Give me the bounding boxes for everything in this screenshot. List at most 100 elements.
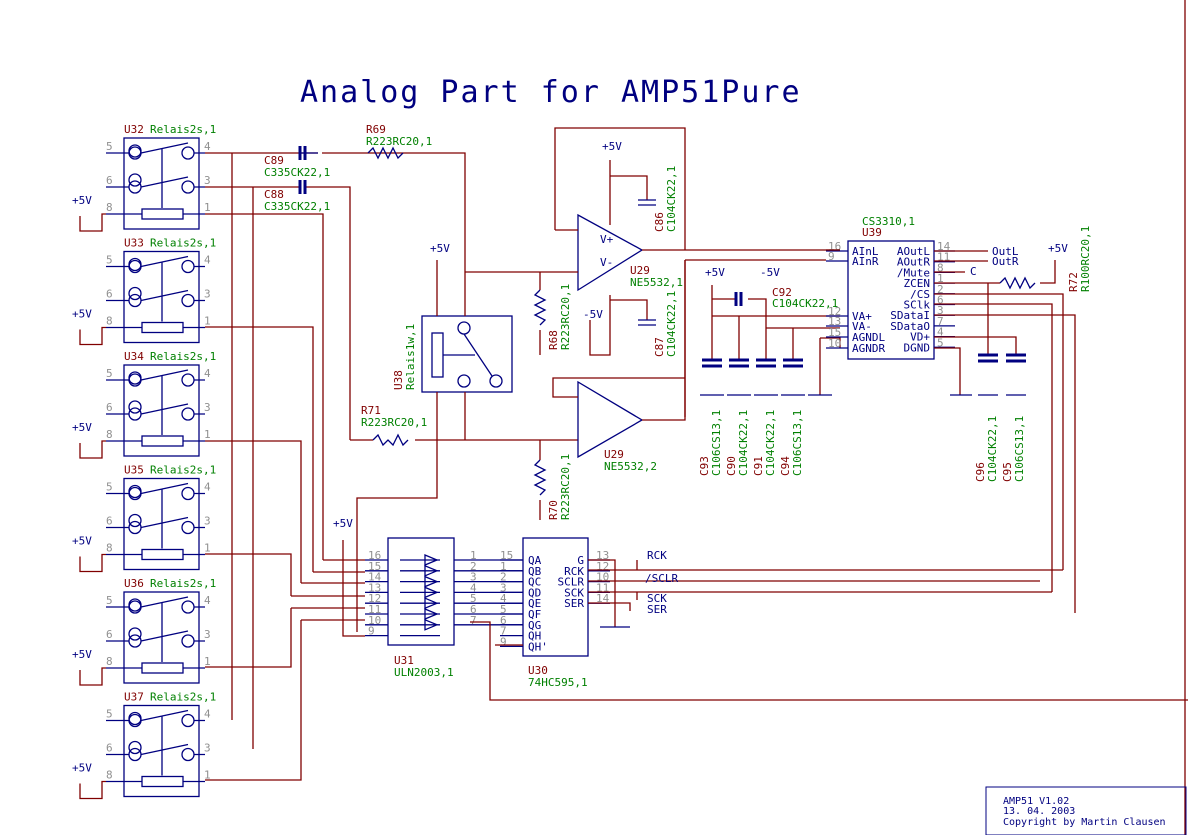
- u30-wiring: RCK /SCLR SCK SER: [470, 549, 1188, 701]
- pin: 8: [106, 315, 113, 328]
- pin-number: 9: [828, 250, 835, 263]
- pin-name: ZCEN: [904, 277, 931, 290]
- svg-text:R223RC20,1: R223RC20,1: [366, 135, 432, 148]
- pin: 3: [204, 401, 211, 414]
- pin-number: 1: [470, 549, 477, 562]
- pin: 4: [204, 594, 211, 607]
- schematic-title: Analog Part for AMP51Pure: [300, 75, 802, 110]
- relay-value: Relais2s,1: [150, 691, 216, 704]
- pin-number: 4: [500, 592, 507, 605]
- svg-text:C104CK22,1: C104CK22,1: [764, 410, 777, 476]
- svg-text:C104CK22,1: C104CK22,1: [986, 416, 999, 482]
- pin: 4: [204, 481, 211, 494]
- pin: 1: [204, 769, 211, 782]
- svg-text:R68: R68: [547, 330, 560, 350]
- svg-text:CS3310,1: CS3310,1: [862, 215, 915, 228]
- pin-name: QA: [528, 554, 542, 567]
- supply-label: +5V: [72, 535, 92, 548]
- pin-number: 14: [937, 240, 951, 253]
- pin-name: DGND: [904, 341, 931, 354]
- pin: 5: [106, 254, 113, 267]
- relay-ref: U36: [124, 577, 144, 590]
- buffer-icon: [424, 575, 439, 588]
- svg-text:C88: C88: [264, 188, 284, 201]
- pin-name: /Mute: [897, 266, 930, 279]
- pin-number: 6: [500, 614, 507, 627]
- pin-name: QF: [528, 608, 541, 621]
- pin: 3: [204, 742, 211, 755]
- pin: 4: [204, 367, 211, 380]
- relay-u38: +5V U38 Relais1w,1: [356, 242, 513, 560]
- pin-number: 13: [596, 549, 609, 562]
- pin-number: 14: [368, 571, 382, 584]
- relay-bus-wires: [205, 152, 324, 781]
- pin-name: QC: [528, 576, 541, 589]
- pin-name: SClk: [904, 299, 931, 312]
- u39-wiring: OutL OutR C +5V R72 R100RC20,1 C96 C104C…: [934, 226, 1092, 613]
- pin-number: 12: [368, 592, 381, 605]
- pin-name: AInR: [852, 255, 879, 268]
- svg-text:U39: U39: [862, 226, 882, 239]
- pin-name: QB: [528, 565, 542, 578]
- pin-number: 3: [937, 304, 944, 317]
- buffer-icon: [424, 618, 439, 631]
- svg-text:SER: SER: [647, 603, 667, 616]
- svg-text:V-: V-: [600, 256, 613, 269]
- pin-number: 13: [828, 315, 841, 328]
- supply-label: +5V: [72, 194, 92, 207]
- decoupling-caps: +5V -5V C92 C104CK22,1 C93 C106CS13,1 C9…: [684, 260, 841, 476]
- pin: 6: [106, 515, 113, 528]
- svg-text:C335CK22,1: C335CK22,1: [264, 200, 330, 213]
- pin: 4: [204, 140, 211, 153]
- pin: 6: [106, 401, 113, 414]
- pin-name: AGNDR: [852, 342, 885, 355]
- svg-text:V+: V+: [600, 233, 614, 246]
- relay-value: Relais2s,1: [150, 350, 216, 363]
- svg-text:U29: U29: [630, 264, 650, 277]
- svg-text:R71: R71: [361, 404, 381, 417]
- svg-text:C93: C93: [698, 456, 711, 476]
- pin: 4: [204, 254, 211, 267]
- pin: 5: [106, 708, 113, 721]
- pin: 8: [106, 655, 113, 668]
- buffer-icon: [424, 608, 439, 620]
- svg-text:-5V: -5V: [583, 308, 603, 321]
- supply-label: +5V: [72, 648, 92, 661]
- buffer-icon: [424, 564, 439, 577]
- svg-text:U38: U38: [392, 370, 405, 390]
- pin: 1: [204, 201, 211, 214]
- svg-text:R70: R70: [547, 500, 560, 520]
- svg-text:R100RC20,1: R100RC20,1: [1079, 226, 1092, 292]
- pin-number: 10: [368, 614, 381, 627]
- svg-text:AMP51 V1.02: AMP51 V1.02: [1003, 796, 1069, 807]
- svg-text:OutR: OutR: [992, 255, 1019, 268]
- relay-value: Relais2s,1: [150, 464, 216, 477]
- relay-ref: U32: [124, 123, 144, 136]
- svg-text:NE5532,2: NE5532,2: [604, 460, 657, 473]
- pin-name: AOutL: [897, 245, 930, 258]
- svg-text:C106CS13,1: C106CS13,1: [710, 410, 723, 476]
- pin: 8: [106, 769, 113, 782]
- pin-number: 15: [828, 326, 841, 339]
- pin-number: 14: [596, 592, 610, 605]
- pin-number: 9: [500, 635, 507, 648]
- pin-name: QG: [528, 619, 541, 632]
- pin: 3: [204, 174, 211, 187]
- pin-number: 7: [500, 625, 507, 638]
- svg-text:13. 04. 2003: 13. 04. 2003: [1003, 806, 1075, 817]
- pin: 1: [204, 542, 211, 555]
- relay-ref: U35: [124, 464, 144, 477]
- buffer-icon: [424, 554, 439, 566]
- svg-text:C91: C91: [752, 456, 765, 476]
- pin-number: 3: [470, 571, 477, 584]
- opamp-u29-a: +5V -5V V+ V- U29 NE5532,1 C86 C104CK22,…: [465, 127, 840, 357]
- svg-text:C95: C95: [1001, 462, 1014, 482]
- svg-text:+5V: +5V: [602, 140, 622, 153]
